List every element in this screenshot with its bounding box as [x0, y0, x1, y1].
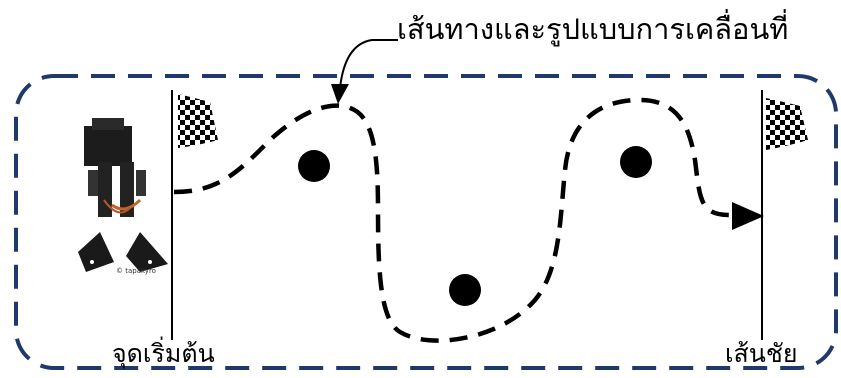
robot-image — [78, 118, 168, 272]
callout-arrow — [340, 40, 398, 88]
obstacle-2 — [449, 274, 481, 306]
obstacle-1 — [298, 150, 330, 182]
start-point-label: จุดเริ่มต้น — [112, 334, 215, 374]
start-flag-icon — [178, 94, 218, 148]
track-boundary — [16, 76, 836, 368]
photo-credit: © tapakyro — [116, 267, 156, 275]
finish-flag-icon — [766, 98, 808, 150]
path-title-label: เส้นทางและรูปแบบการเคลื่อนที่ — [397, 6, 788, 52]
movement-path — [174, 100, 730, 341]
path-arrowhead-icon — [732, 202, 764, 230]
obstacle-3 — [620, 146, 652, 178]
callout-arrowhead-icon — [331, 84, 349, 104]
finish-line-label: เส้นชัย — [725, 334, 798, 374]
